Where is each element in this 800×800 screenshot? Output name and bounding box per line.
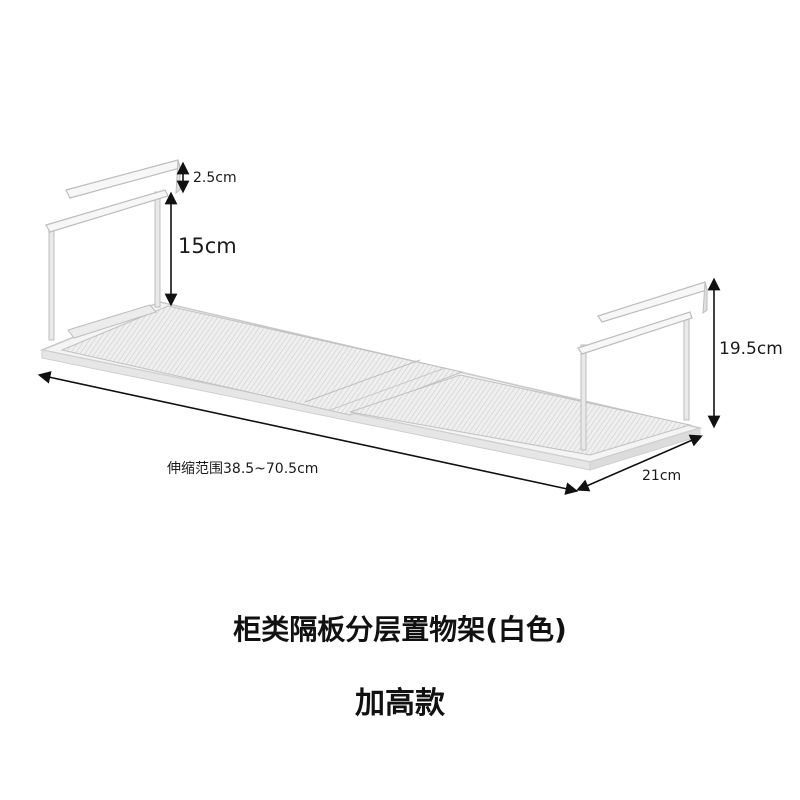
product-subtitle: 加高款 <box>355 686 445 721</box>
hook-thickness-label: 2.5cm <box>193 170 237 186</box>
extend-range-label: 伸缩范围38.5~70.5cm <box>167 461 319 477</box>
left-bracket <box>45 159 181 341</box>
depth-label: 21cm <box>642 468 682 484</box>
shelf-tray <box>39 301 703 471</box>
inner-height-label: 15cm <box>178 234 237 258</box>
right-bracket <box>577 281 708 451</box>
total-height-label: 19.5cm <box>719 339 783 359</box>
product-title: 柜类隔板分层置物架(白色) <box>233 613 567 646</box>
dimension-arrows <box>37 161 721 495</box>
